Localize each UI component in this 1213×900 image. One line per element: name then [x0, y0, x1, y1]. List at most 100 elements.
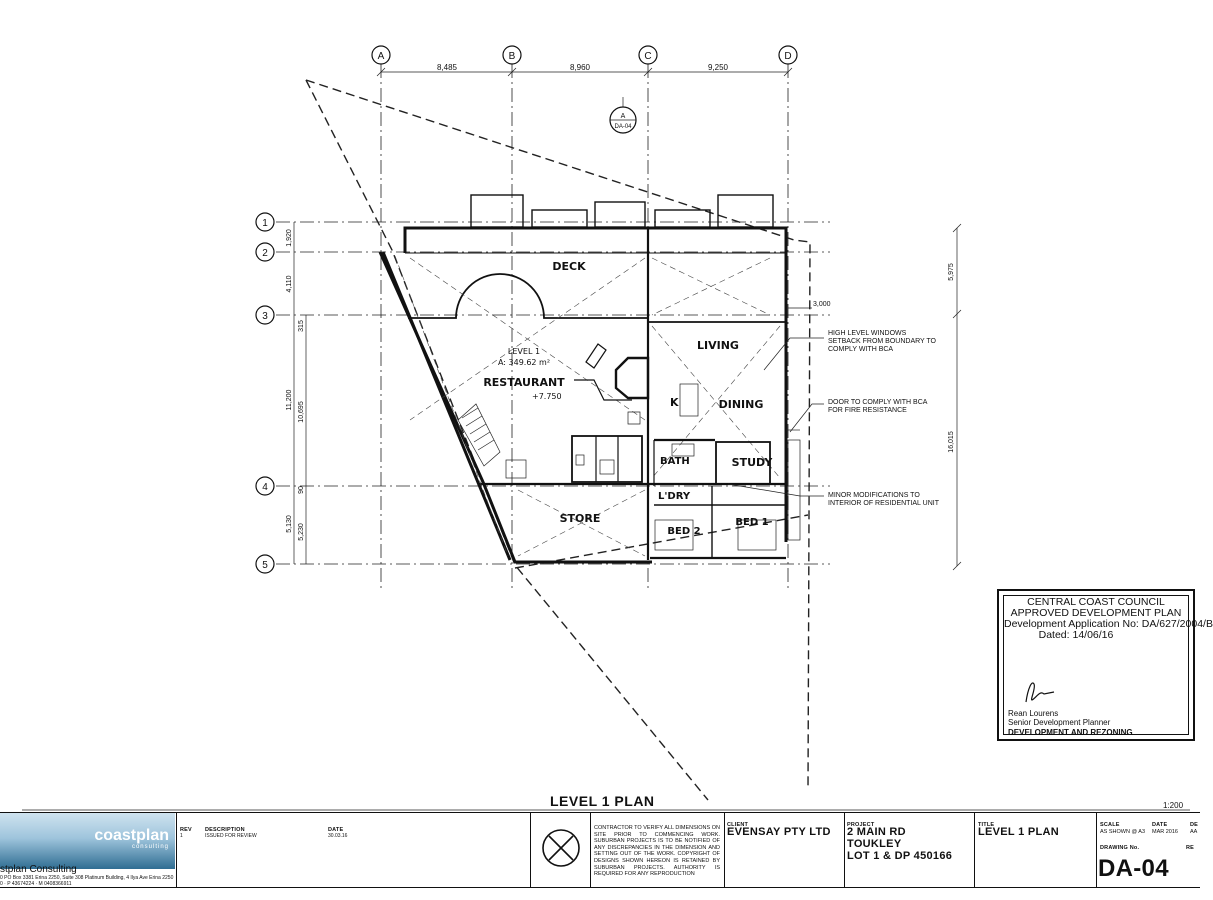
section-marker-letter: A: [621, 113, 626, 120]
note-windows-1: HIGH LEVEL WINDOWS: [828, 330, 907, 337]
grid-label-b: B: [509, 51, 516, 62]
tb-date-value: MAR 2016: [1152, 829, 1178, 835]
room-living: LIVING: [697, 339, 739, 352]
scale-value: AS SHOWN @ A3: [1100, 829, 1146, 835]
dim-3-4: 11,200: [286, 389, 293, 410]
room-bath: BATH: [660, 456, 690, 467]
stamp-frame: CENTRAL COAST COUNCIL APPROVED DEVELOPME…: [1003, 595, 1213, 737]
section-marker-sheet: DA-04: [614, 124, 632, 130]
north-column: [530, 813, 531, 887]
contractor-note: CONTRACTOR TO VERIFY ALL DIMENSIONS ON S…: [594, 825, 720, 878]
dim-4-5-inner: 5,230: [298, 523, 305, 541]
company-address: 0 PO Box 3381 Erina 2250, Suite 308 Plat…: [0, 875, 174, 881]
approval-stamp: CENTRAL COAST COUNCIL APPROVED DEVELOPME…: [997, 589, 1213, 741]
note-interior-1: MINOR MODIFICATIONS TO: [828, 492, 920, 499]
grid-label-1: 1: [262, 218, 268, 229]
project-column: [844, 813, 845, 887]
note-windows-3: COMPLY WITH BCA: [828, 346, 893, 353]
dim-4-small: 90: [298, 486, 305, 494]
row-grid-bubbles: 1 2 3 4 5: [255, 212, 275, 574]
title-value: LEVEL 1 PLAN: [978, 826, 1060, 838]
dim-right-top: 5,975: [948, 263, 955, 281]
title-column: [974, 813, 975, 887]
note-windows-2: SETBACK FROM BOUNDARY TO: [828, 338, 937, 345]
dim-3-small: 315: [298, 320, 305, 332]
note-interior-2: INTERIOR OF RESIDENTIAL UNIT: [828, 500, 940, 507]
scale-column: [1096, 813, 1097, 887]
company-phone: 0 · P 43674224 · M 0408366911: [0, 881, 72, 887]
top-dimension-string: 8,485 8,960 9,250: [376, 63, 793, 77]
room-dining: DINING: [719, 398, 764, 411]
date-label: DATE: [328, 827, 344, 833]
grid-label-a: A: [378, 51, 385, 62]
dim-offset: 3,000: [813, 301, 831, 308]
desc-label: DESCRIPTION: [205, 827, 245, 833]
title-label: TITLE: [978, 822, 995, 828]
room-labels: DECK LEVEL 1 A: 349.62 m² RESTAURANT +7.…: [483, 260, 773, 537]
room-bed2: BED 2: [667, 526, 700, 537]
room-laundry: L'DRY: [658, 491, 691, 502]
de-label: DE: [1190, 822, 1199, 828]
stamp-da-number: Development Application No: DA/627/2004/…: [1004, 618, 1213, 630]
drawing-no-label: DRAWING No.: [1100, 845, 1140, 851]
left-dimension-strings: 1,920 4,110 315 11,200 10,695 90 5,130 5…: [286, 222, 307, 564]
company-name: stplan Consulting: [0, 864, 77, 875]
client-name: EVENSAY PTY LTD: [727, 826, 831, 838]
right-dimension-strings: 5,975 16,015 3,000: [788, 223, 962, 571]
grid-label-d: D: [784, 51, 791, 62]
grid-label-2: 2: [262, 248, 268, 259]
company-logo: coastplan consulting: [0, 813, 175, 869]
signature-icon: [1025, 682, 1055, 703]
level-1-floor-plan: A B C D 1 2 3 4 5 8,485 8,960 9,250 1,92…: [22, 45, 1190, 811]
north-point-icon: [542, 829, 580, 867]
dim-a-b: 8,485: [437, 63, 458, 72]
level-label: LEVEL 1: [508, 347, 540, 356]
tb-date-label: DATE: [1152, 822, 1168, 828]
rev-label: REV: [180, 827, 192, 833]
building-outline: [378, 226, 788, 564]
grid-label-4: 4: [262, 482, 268, 493]
stair: [457, 403, 527, 479]
section-marker: A DA-04: [609, 97, 637, 134]
room-study: STUDY: [732, 456, 774, 469]
area-label: A: 349.62 m²: [498, 358, 550, 367]
stamp-officer-name: Rean Lourens: [1008, 709, 1059, 718]
annotations: HIGH LEVEL WINDOWS SETBACK FROM BOUNDARY…: [727, 330, 940, 507]
rev-value: 1: [180, 833, 183, 839]
dim-c-d: 9,250: [708, 63, 729, 72]
dim-right-main: 16,015: [948, 431, 955, 453]
drawing-title: LEVEL 1 PLAN: [550, 793, 655, 809]
client-label: CLIENT: [727, 822, 749, 828]
de-value: AA: [1190, 829, 1198, 835]
client-column: [724, 813, 725, 887]
area-diagonals: [394, 255, 781, 557]
stamp-approved: APPROVED DEVELOPMENT PLAN: [1010, 607, 1182, 619]
stamp-council: CENTRAL COAST COUNCIL: [1027, 596, 1165, 608]
rev-column: [176, 813, 177, 887]
room-bed1: BED 1: [735, 517, 768, 528]
title-block: coastplan consulting stplan Consulting 0…: [0, 812, 1200, 888]
stamp-officer-role: Senior Development Planner: [1008, 718, 1111, 727]
logo-word: coastplan: [94, 827, 169, 844]
dim-3-4-inner: 10,695: [298, 401, 305, 423]
project-line-2: TOUKLEY: [847, 838, 902, 850]
drawing-scale: 1:200: [1163, 801, 1184, 810]
level-mark: +7.750: [532, 392, 562, 401]
column-grid-bubbles: A B C D: [371, 45, 798, 65]
grid-label-5: 5: [262, 560, 268, 571]
note-door-1: DOOR TO COMPLY WITH BCA: [828, 399, 928, 406]
site-boundary: [305, 79, 811, 801]
logo-sub: consulting: [131, 844, 169, 850]
dim-2-3: 4,110: [286, 275, 293, 292]
grid-label-c: C: [644, 51, 651, 62]
room-kitchen: K: [670, 396, 679, 409]
room-store: STORE: [560, 512, 601, 525]
project-label: PROJECT: [847, 822, 875, 828]
project-line-3: LOT 1 & DP 450166: [847, 850, 953, 862]
room-deck: DECK: [552, 260, 586, 273]
desc-value: ISSUED FOR REVIEW: [205, 833, 257, 839]
note-door-2: FOR FIRE RESISTANCE: [828, 407, 907, 414]
scale-label: SCALE: [1100, 822, 1120, 828]
project-line-1: 2 MAIN RD: [847, 826, 906, 838]
dim-4-5: 5,130: [286, 515, 293, 533]
